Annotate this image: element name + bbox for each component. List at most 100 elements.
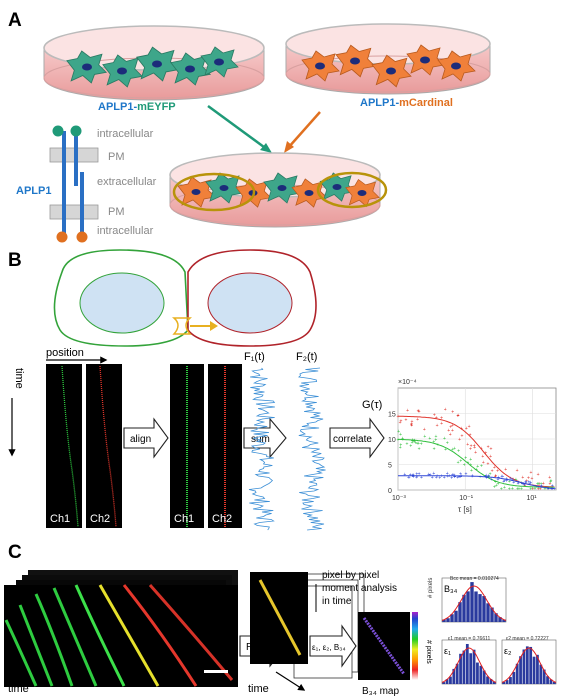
kymograph-ch1 [46, 364, 82, 528]
chart-point: + [531, 486, 534, 492]
axis-time-left-label: time [8, 683, 29, 695]
chart-point: + [524, 480, 527, 486]
chart-point: + [438, 475, 441, 481]
histogram-bar [552, 682, 556, 684]
chart-point: + [527, 476, 530, 482]
bcc-map [358, 612, 418, 680]
chart-fit-line [398, 438, 555, 488]
chart-point: + [420, 475, 423, 481]
chart-point: + [476, 464, 479, 470]
chart-point: + [514, 477, 517, 483]
chart-point: + [450, 475, 453, 481]
chart-point: + [529, 480, 532, 486]
chart-point: + [414, 441, 417, 447]
chart-point: + [409, 443, 412, 449]
hist-e2-label: ε₂ [504, 646, 512, 656]
chart-point: + [508, 486, 511, 492]
chart-point: + [520, 486, 523, 492]
chart-point: + [512, 477, 515, 483]
chart-point: + [493, 465, 496, 471]
histogram-bar [449, 676, 452, 684]
chart-title: G(τ) [362, 399, 382, 411]
chart-point: + [548, 475, 551, 481]
correlate-label: correlate [333, 434, 372, 445]
axis-time-mid-label: time [248, 683, 269, 695]
histogram-bar [462, 594, 466, 622]
label-aplp1-mcardinal: APLP1-mCardinal [360, 97, 453, 109]
chart-point: + [451, 447, 454, 453]
chart-point: + [428, 436, 431, 442]
chart-point: + [548, 481, 551, 487]
chart-point: + [405, 418, 408, 424]
chart-point: + [539, 486, 542, 492]
chart-point: + [405, 441, 408, 447]
histogram-bar [522, 649, 526, 684]
histogram-bar [512, 671, 516, 684]
arrow-green [207, 104, 269, 152]
chart-point: + [517, 481, 520, 487]
params-label: ε₁, ε₂, B₃₄ [312, 643, 346, 652]
chart-point: + [399, 432, 402, 438]
histogram-bar [494, 613, 498, 622]
chart-point: + [433, 413, 436, 419]
histogram-bar [478, 594, 482, 622]
chart-point: + [487, 444, 490, 450]
chart-point: + [464, 472, 467, 478]
axis-time-label: time [13, 368, 25, 389]
histogram-bar [536, 654, 539, 684]
chart-point: + [434, 434, 437, 440]
chart-point: + [527, 480, 530, 486]
chart-point: + [496, 477, 499, 483]
chart-point: + [521, 475, 524, 481]
chart-point: + [440, 473, 443, 479]
chart-point: + [469, 447, 472, 453]
chart-point: + [540, 483, 543, 489]
chart-point: + [469, 457, 472, 463]
chart-point: + [416, 441, 419, 447]
chart-point: + [531, 476, 534, 482]
cell-pair-diagram [53, 249, 317, 347]
chart-point: + [416, 417, 419, 423]
image-stack [4, 570, 238, 687]
chart-point: + [418, 446, 421, 452]
chart-point: + [534, 486, 537, 492]
histograms [441, 577, 557, 685]
histogram-bar [486, 603, 490, 622]
chart-point: + [415, 475, 418, 481]
chart-point: + [502, 479, 505, 485]
chart-point: + [451, 409, 454, 415]
chart-point: + [500, 486, 503, 492]
chart-point: + [553, 486, 556, 492]
arrow-orange [287, 111, 321, 149]
chart-ytick-label: 5 [388, 463, 392, 470]
chart-point: + [511, 486, 514, 492]
chart-point: + [489, 472, 492, 478]
aligned-ch2 [208, 364, 242, 528]
aligned-ch2-label: Ch2 [212, 513, 232, 525]
histogram-bar [452, 668, 456, 684]
chart-point: + [457, 413, 460, 419]
chart-point: + [491, 468, 494, 474]
chart-point: + [466, 442, 469, 448]
chart-point: + [427, 472, 430, 478]
chart-point: + [549, 480, 552, 486]
hist-e1-title: ε1 mean = 0.76611 [448, 636, 491, 642]
chart-point: + [401, 437, 404, 443]
chart-point: + [465, 426, 468, 432]
chart-point: + [458, 437, 461, 443]
chart-point: + [544, 486, 547, 492]
trace1-label: F₁(t) [244, 351, 265, 363]
chart-point: + [411, 438, 414, 444]
kymograph-ch1-label: Ch1 [50, 513, 70, 525]
chart-point: + [493, 485, 496, 491]
histogram-bar [458, 602, 462, 622]
chart-point: + [444, 407, 447, 413]
chart-point: + [528, 481, 531, 487]
analysis-line-2: moment analysis [322, 583, 397, 594]
histogram-bar [470, 582, 474, 622]
histogram-bar [492, 681, 496, 684]
chart-point: + [537, 472, 540, 478]
chart-point: + [432, 471, 435, 477]
chart-point: + [501, 474, 504, 480]
correlate-step: correlate [329, 417, 385, 459]
